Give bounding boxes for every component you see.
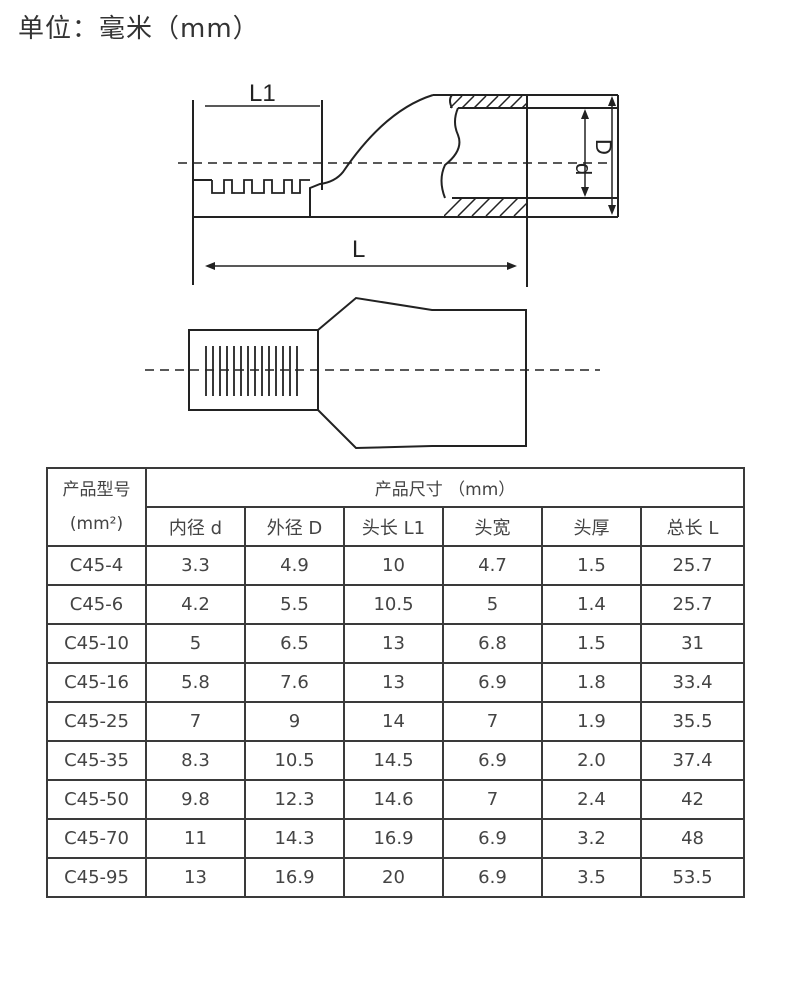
value-cell: 7.6 [244, 662, 345, 703]
value-cell: 4.9 [244, 545, 345, 586]
value-cell: 16.9 [343, 818, 444, 859]
hatch-top [450, 96, 528, 108]
value-cell: 10.5 [343, 584, 444, 625]
header-model-unit: (mm²) [69, 514, 124, 534]
column-header: 总长 L [639, 506, 746, 547]
value-cell: 7 [442, 779, 543, 820]
value-cell: 5 [442, 584, 543, 625]
value-cell: 14 [343, 701, 444, 742]
header-group: 产品尺寸 （mm） [144, 467, 746, 508]
value-cell: 1.5 [541, 545, 642, 586]
value-cell: 37.4 [639, 740, 746, 781]
value-cell: 1.5 [541, 623, 642, 664]
value-cell: 13 [343, 662, 444, 703]
value-cell: 31 [639, 623, 746, 664]
value-cell: 13 [343, 623, 444, 664]
value-cell: 33.4 [639, 662, 746, 703]
value-cell: 14.3 [244, 818, 345, 859]
value-cell: 1.8 [541, 662, 642, 703]
value-cell: 53.5 [639, 857, 746, 898]
value-cell: 6.9 [442, 740, 543, 781]
value-cell: 6.8 [442, 623, 543, 664]
value-cell: 6.5 [244, 623, 345, 664]
section-view [192, 94, 619, 287]
value-cell: 9 [244, 701, 345, 742]
dimension-d [581, 109, 589, 197]
value-cell: 16.9 [244, 857, 345, 898]
value-cell: 5 [145, 623, 246, 664]
model-cell: C45-6 [46, 584, 147, 625]
column-header: 外径 D [244, 506, 345, 547]
value-cell: 9.8 [145, 779, 246, 820]
value-cell: 10 [343, 545, 444, 586]
model-cell: C45-35 [46, 740, 147, 781]
value-cell: 6.9 [442, 857, 543, 898]
model-cell: C45-95 [46, 857, 147, 898]
model-cell: C45-4 [46, 545, 147, 586]
value-cell: 10.5 [244, 740, 345, 781]
value-cell: 8.3 [145, 740, 246, 781]
dimension-L [205, 262, 517, 270]
value-cell: 42 [639, 779, 746, 820]
value-cell: 2.4 [541, 779, 642, 820]
value-cell: 25.7 [639, 584, 746, 625]
value-cell: 35.5 [639, 701, 746, 742]
unit-title: 单位：毫米（mm） [18, 14, 260, 44]
value-cell: 5.8 [145, 662, 246, 703]
model-cell: C45-25 [46, 701, 147, 742]
spec-table: 产品型号 (mm²) 产品尺寸 （mm） 内径 d 外径 D 头长 L1 头宽 … [46, 467, 746, 898]
label-L1: L1 [249, 80, 276, 107]
label-d: d [571, 163, 596, 175]
value-cell: 3.2 [541, 818, 642, 859]
model-cell: C45-10 [46, 623, 147, 664]
header-model-label: 产品型号 [62, 480, 131, 500]
value-cell: 4.2 [145, 584, 246, 625]
column-header: 头厚 [541, 506, 642, 547]
terminal-diagram: L1 L d D [145, 80, 619, 450]
top-view [188, 296, 527, 450]
hatch-bottom [444, 198, 528, 216]
value-cell: 12.3 [244, 779, 345, 820]
value-cell: 1.4 [541, 584, 642, 625]
value-cell: 3.3 [145, 545, 246, 586]
value-cell: 25.7 [639, 545, 746, 586]
column-header: 内径 d [145, 506, 246, 547]
top-view-serrations [205, 346, 298, 396]
value-cell: 48 [639, 818, 746, 859]
value-cell: 6.9 [442, 662, 543, 703]
table-header-row: 产品型号 (mm²) 产品尺寸 （mm） [46, 467, 746, 547]
value-cell: 7 [442, 701, 543, 742]
value-cell: 11 [145, 818, 246, 859]
value-cell: 4.7 [442, 545, 543, 586]
value-cell: 13 [145, 857, 246, 898]
table-subheader-row: 内径 d 外径 D 头长 L1 头宽 头厚 总长 L [47, 506, 746, 547]
value-cell: 20 [343, 857, 444, 898]
value-cell: 1.9 [541, 701, 642, 742]
value-cell: 14.5 [343, 740, 444, 781]
value-cell: 5.5 [244, 584, 345, 625]
value-cell: 2.0 [541, 740, 642, 781]
value-cell: 14.6 [343, 779, 444, 820]
value-cell: 6.9 [442, 818, 543, 859]
model-cell: C45-16 [46, 662, 147, 703]
label-D: D [591, 139, 616, 155]
dimension-D [608, 96, 616, 215]
model-cell: C45-50 [46, 779, 147, 820]
model-cell: C45-70 [46, 818, 147, 859]
value-cell: 3.5 [541, 857, 642, 898]
column-header: 头宽 [442, 506, 543, 547]
header-model: 产品型号 (mm²) [46, 467, 147, 547]
value-cell: 7 [145, 701, 246, 742]
label-L: L [352, 236, 365, 263]
column-header: 头长 L1 [343, 506, 444, 547]
